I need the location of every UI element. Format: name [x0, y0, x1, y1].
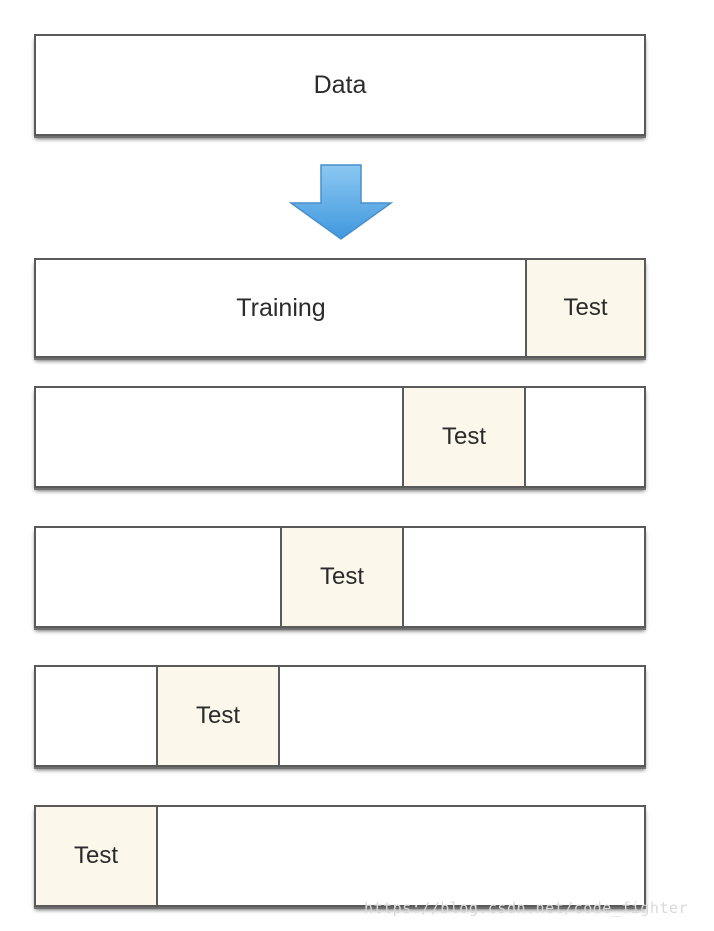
test-label: Test [319, 563, 364, 590]
fold-row: Test [34, 386, 646, 488]
training-label: Training [236, 293, 326, 322]
data-box: Data [34, 34, 646, 136]
watermark: https://blog.csdn.net/code_fighter [364, 899, 689, 917]
test-label: Test [195, 702, 240, 729]
test-label: Test [441, 423, 486, 450]
down-arrow-icon [288, 164, 394, 240]
fold-row: Test [34, 665, 646, 767]
test-segment: Test [156, 667, 280, 765]
test-label: Test [73, 842, 118, 869]
fold-row: Test [34, 805, 646, 907]
test-label: Test [563, 294, 608, 321]
fold-row: Training Test [34, 258, 646, 358]
test-segment: Test [280, 528, 404, 626]
test-segment: Test [525, 260, 644, 356]
fold-row: Test [34, 526, 646, 628]
test-segment: Test [36, 807, 158, 905]
test-segment: Test [402, 388, 526, 486]
data-label: Data [313, 70, 367, 99]
